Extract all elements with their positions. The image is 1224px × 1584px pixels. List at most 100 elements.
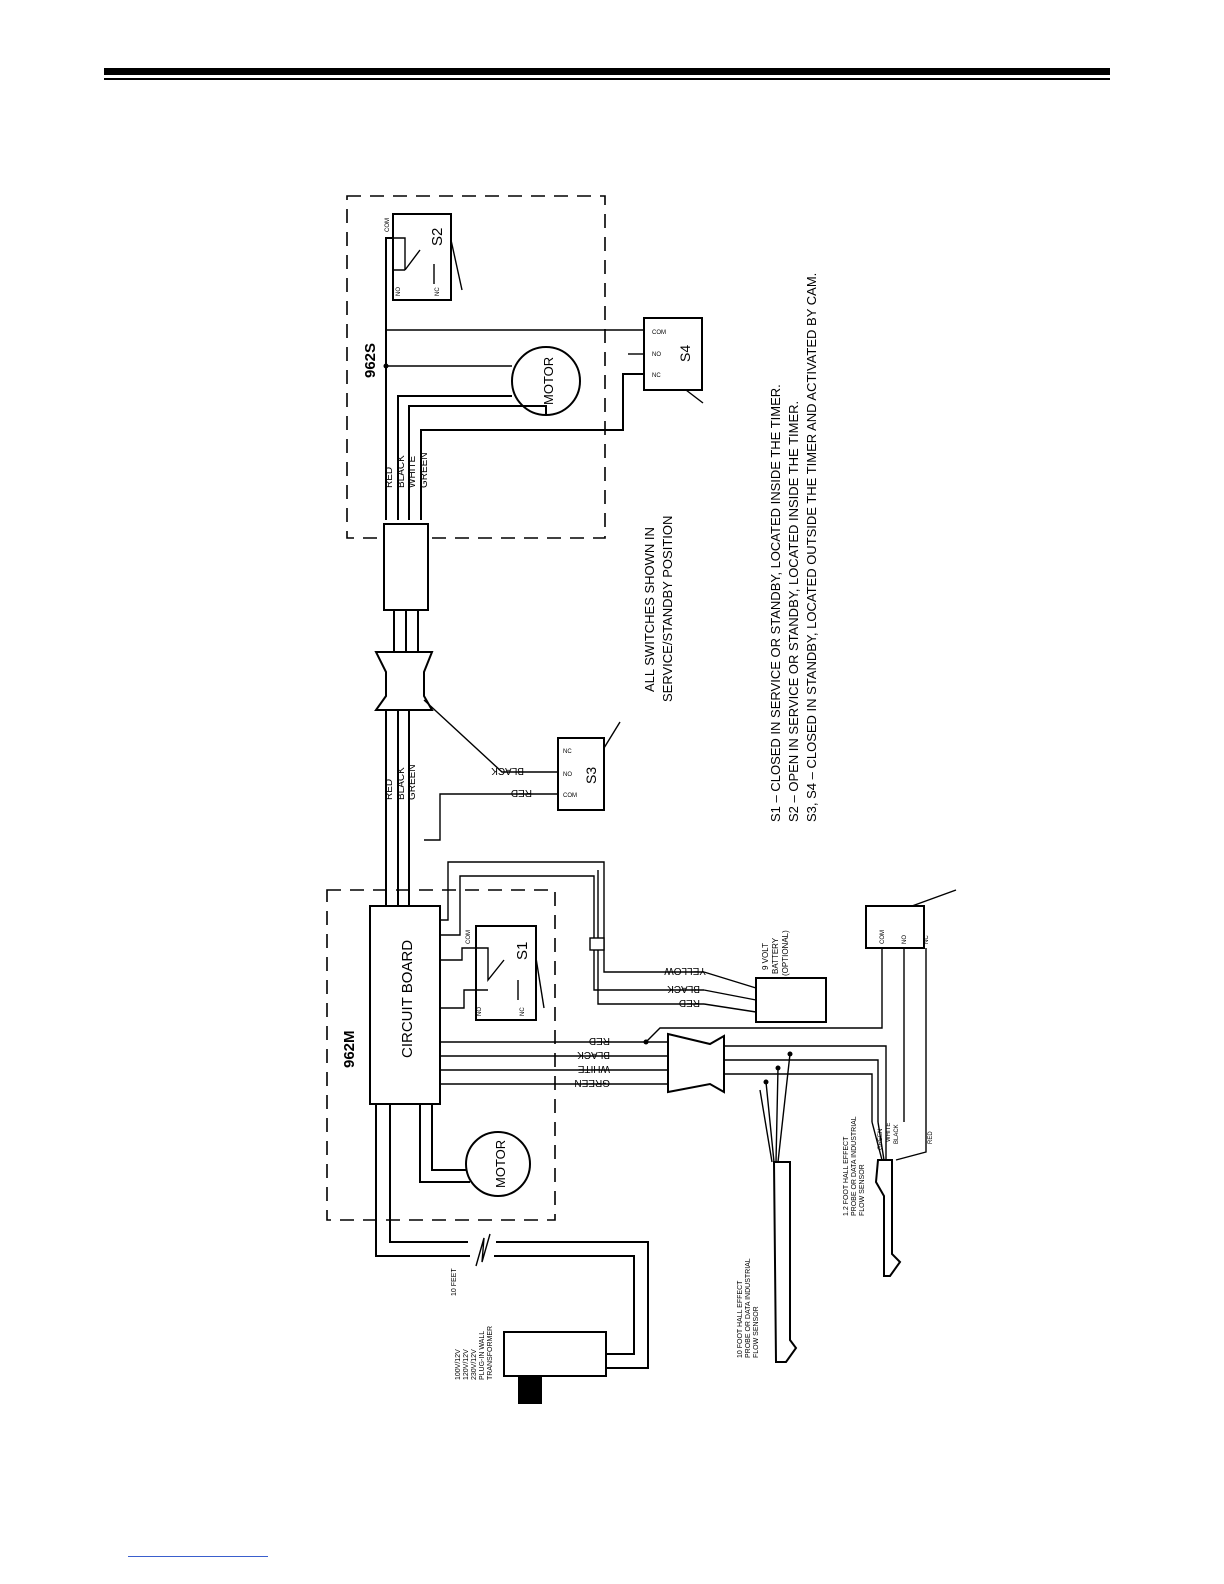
junction-red-board	[643, 1039, 649, 1045]
s3-label: S3	[583, 767, 599, 784]
s1-no-label: NO	[477, 1007, 483, 1016]
label-red-s12: RED	[928, 1131, 934, 1144]
wire-black-to-s3	[423, 699, 558, 773]
enclosure-962s	[346, 195, 606, 539]
transformer-label-5: TRANSFORMER	[487, 1326, 494, 1380]
s2-label: S2	[429, 228, 446, 246]
s3-actuator	[603, 721, 621, 749]
transformer-label-2: 120V/12V	[463, 1349, 470, 1380]
sensor10-label-2: PROBE OR DATA INDUSTRIAL	[745, 1258, 752, 1358]
sensor12-label-2: PROBE OR DATA INDUSTRIAL	[851, 1116, 858, 1216]
switch-s2	[392, 213, 452, 301]
s2-nc-label: NC	[435, 287, 441, 296]
sensor12-label-3: FLOW SENSOR	[859, 1164, 866, 1216]
transformer-plug	[518, 1376, 542, 1404]
sensor12-leads	[871, 1121, 887, 1161]
motor-962s-label: MOTOR	[541, 357, 556, 405]
transformer	[503, 1331, 607, 1377]
s4-nc-label: NC	[652, 373, 661, 379]
sensor10-label-1: 10 FOOT HALL EFFECT	[737, 1280, 744, 1358]
transformer-label-1: 100V/12V	[455, 1349, 462, 1380]
legend-s3s4: S3, S4 – CLOSED IN STANDBY, LOCATED OUTS…	[804, 273, 819, 822]
label-white-962s: WHITE	[407, 455, 418, 488]
wire-green-962s	[420, 373, 644, 520]
wire-motor-962m-b	[419, 1104, 470, 1183]
label-green-962s: GREEN	[419, 452, 430, 488]
wire-white-to-sensor12	[724, 1059, 879, 1122]
s4-label: S4	[677, 345, 693, 362]
cable-break-symbol	[475, 1233, 491, 1267]
junction-s10-3	[763, 1079, 769, 1085]
s2-com-label: COM	[385, 218, 391, 232]
s4-no-label: NO	[652, 352, 661, 358]
s1-label: S1	[514, 942, 531, 960]
s2-actuator	[450, 239, 463, 291]
wire-red-to-s3	[424, 793, 558, 841]
s3-com-label: COM	[563, 793, 577, 799]
enclosure-962s-label: 962S	[362, 343, 379, 378]
note-switches-line2: SERVICE/STANDBY POSITION	[660, 516, 675, 702]
ext-actuator	[911, 889, 957, 907]
label-green-board: GREEN	[574, 1077, 610, 1088]
label-red-cable: RED	[384, 779, 395, 800]
wire-board-s1-com	[440, 947, 476, 961]
legend-s1: S1 – CLOSED IN SERVICE OR STANDBY, LOCAT…	[768, 384, 783, 822]
transformer-label-4: PLUG-IN WALL	[479, 1331, 486, 1380]
sensor10-leads	[759, 1053, 791, 1163]
ext-nc-label: NC	[924, 935, 930, 944]
battery-label-2: BATTERY	[771, 937, 780, 974]
switch-external	[865, 905, 925, 949]
label-red-battery: RED	[679, 997, 700, 1008]
s3-nc-label: NC	[563, 749, 572, 755]
motor-962m-label: MOTOR	[493, 1140, 508, 1188]
ext-no-label: NO	[902, 935, 908, 944]
s1-nc-label: NC	[520, 1007, 526, 1016]
junction-s10-1	[787, 1051, 793, 1057]
s3-no-label: NO	[563, 772, 572, 778]
sensor10-label-3: FLOW SENSOR	[753, 1306, 760, 1358]
label-black-board: BLACK	[577, 1049, 610, 1060]
label-green-cable: GREEN	[407, 764, 418, 800]
circuit-board	[369, 905, 441, 1105]
footer-rule	[128, 1556, 268, 1557]
wire-motor-962m-a	[431, 1104, 470, 1171]
s2-contacts	[393, 237, 435, 284]
sensor-10ft	[772, 1161, 798, 1363]
junction-s10-2	[775, 1065, 781, 1071]
label-black-cable: BLACK	[396, 767, 407, 800]
s1-com-label: COM	[466, 930, 472, 944]
battery-cable-sleeve	[589, 937, 605, 951]
battery-label-3: (OPTIONAL)	[781, 930, 790, 976]
connector-962s	[374, 651, 434, 711]
wire-green-to-sensor12	[724, 1073, 873, 1122]
label-white-s12: WHITE	[886, 1123, 892, 1142]
s4-com-label: COM	[652, 330, 666, 336]
label-black-s3: BLACK	[491, 765, 524, 776]
wire-white-962s	[408, 405, 547, 520]
s1-actuator	[535, 957, 545, 1009]
wire-board-s1-no	[440, 989, 488, 1009]
battery-9v	[755, 977, 827, 1023]
wire-black-to-sensor12	[724, 1045, 887, 1122]
enclosure-962m-label: 962M	[341, 1030, 358, 1068]
battery-leads	[703, 971, 757, 1013]
sensor-1-2ft	[874, 1159, 902, 1277]
label-black-battery: BLACK	[667, 983, 700, 994]
motor-962m	[465, 1131, 531, 1197]
switch-s3	[557, 737, 605, 811]
cable-wires-lower	[385, 710, 410, 905]
label-black-s12: BLACK	[894, 1124, 900, 1144]
transformer-label-3: 230V/12V	[471, 1349, 478, 1380]
wire-red-962s	[385, 237, 393, 520]
cable-length-label: 10 FEET	[451, 1268, 458, 1296]
label-red-board: RED	[589, 1035, 610, 1046]
wire-red-to-com	[645, 948, 883, 1043]
connector-sensor	[667, 1032, 725, 1094]
wire-yellow-battery	[440, 861, 704, 973]
cable-jacket	[383, 523, 429, 611]
s4-actuator	[685, 389, 704, 404]
header-rule-thick	[104, 68, 1110, 75]
label-red-962s: RED	[384, 467, 395, 488]
s2-no-label: NO	[396, 287, 402, 296]
